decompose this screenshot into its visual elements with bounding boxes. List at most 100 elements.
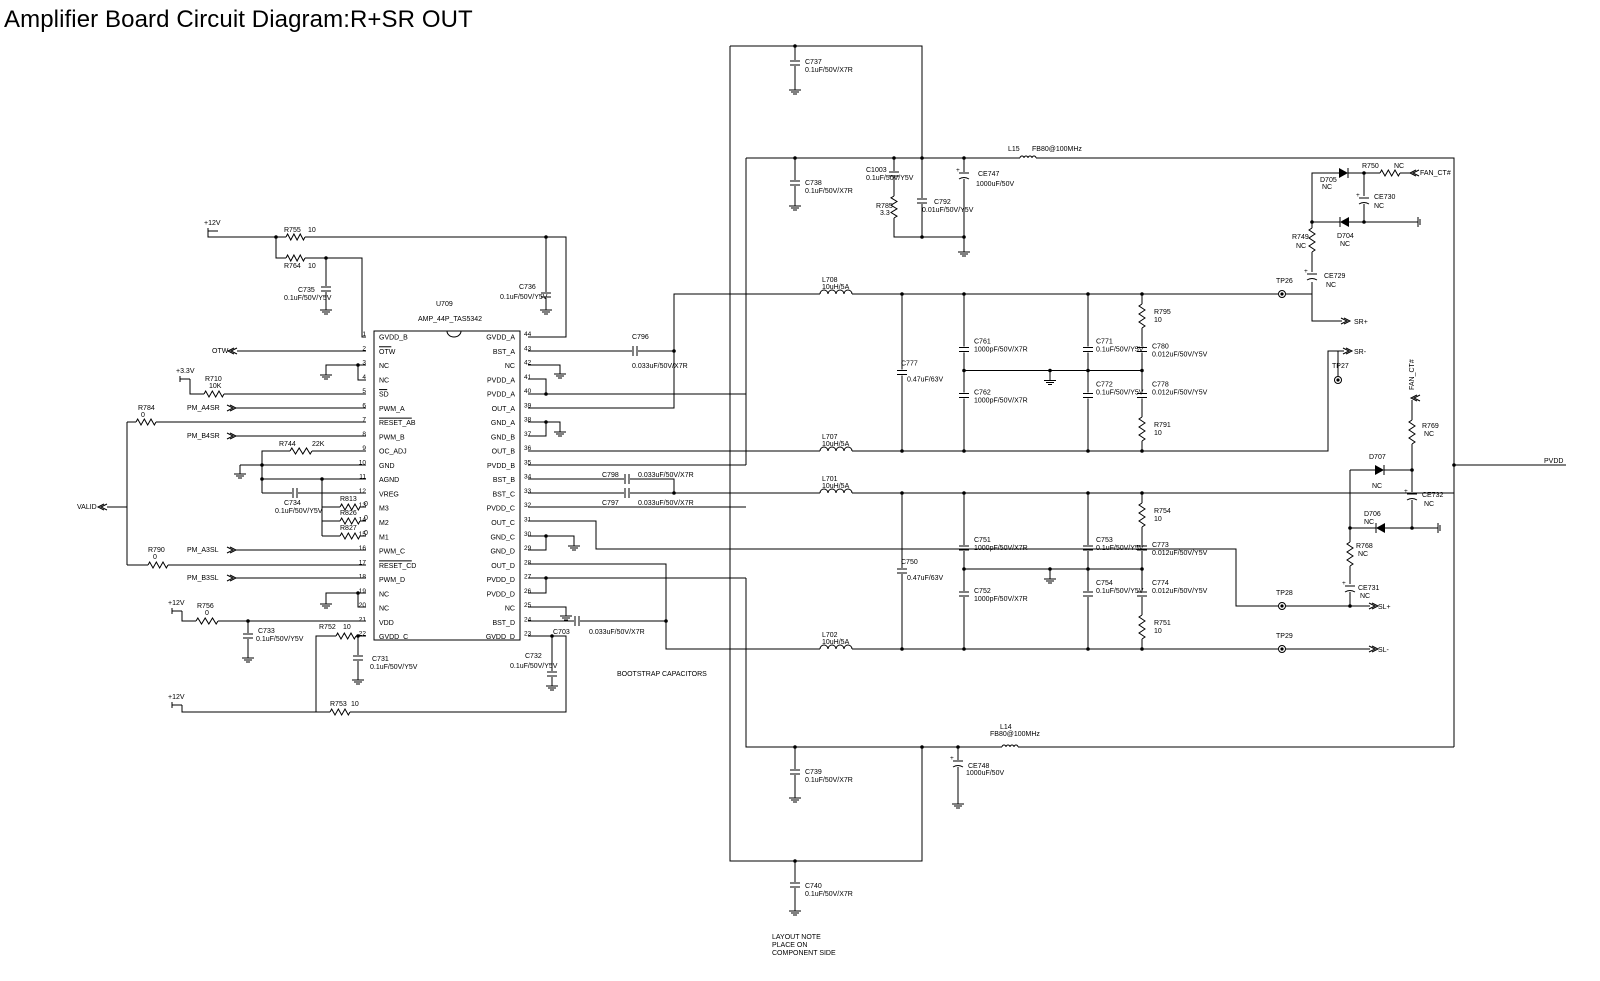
junction-dot <box>1140 368 1144 373</box>
c772-ref: C772 <box>1096 382 1113 389</box>
ic-ref: U709 <box>436 301 453 308</box>
ic-pin-number: 33 <box>524 488 532 495</box>
c762-value: 1000pF/50V/X7R <box>974 398 1028 405</box>
r754-value: 10 <box>1154 516 1162 523</box>
c762-ref: C762 <box>974 390 991 397</box>
r749-value: NC <box>1296 243 1306 250</box>
c774-value: 0.012uF/50V/Y5V <box>1152 588 1208 595</box>
ic-pin-name: BST_C <box>492 491 515 498</box>
d707-ref: D707 <box>1369 454 1386 461</box>
resistor-symbol <box>1138 416 1146 442</box>
wire <box>1311 172 1340 222</box>
junction-dot <box>900 647 904 651</box>
c1003-value: 0.1uF/50V/Y5V <box>866 175 914 182</box>
ic-pin-name: BST_B <box>493 477 516 484</box>
c703-ref: C703 <box>553 629 570 636</box>
c739-ref: C739 <box>805 769 822 776</box>
ic-pin-name: GVDD_C <box>379 634 408 641</box>
ic-pin-name: GND_C <box>490 534 515 541</box>
r755-ref: R755 <box>284 227 301 234</box>
c753-value: 0.1uF/50V/Y5V <box>1096 545 1144 552</box>
l14-ref: L14 <box>1000 724 1012 731</box>
junction-dot <box>956 745 960 749</box>
c798-value: 0.033uF/50V/X7R <box>638 472 694 479</box>
r744-value: 22K <box>312 441 325 448</box>
resistor-symbol <box>339 502 361 512</box>
d706-value: NC <box>1364 519 1374 526</box>
power-label: +12V <box>168 600 185 607</box>
diode-d706 <box>1376 523 1385 533</box>
port-arrow <box>1342 347 1354 355</box>
r754-ref: R754 <box>1154 508 1171 515</box>
r791-ref: R791 <box>1154 422 1171 429</box>
wire <box>528 520 1278 607</box>
power-label: +12V <box>204 220 221 227</box>
r769-ref: R769 <box>1422 423 1439 430</box>
resistor-symbol <box>1308 227 1316 253</box>
wire <box>1311 221 1340 228</box>
ic-pin-number: 30 <box>524 531 532 538</box>
inductor-l707 <box>819 446 853 452</box>
inductor-l14 <box>1001 744 1019 748</box>
resistor-symbol <box>1138 502 1146 528</box>
c774-ref: C774 <box>1152 580 1169 587</box>
ic-pin-number: 7 <box>362 417 366 424</box>
diode-d704 <box>1340 217 1349 227</box>
fan-ct-label-2: FAN_CT# <box>1409 359 1416 390</box>
ic-pin-name: BST_D <box>492 620 515 627</box>
c751-ref: C751 <box>974 537 991 544</box>
r785-value: 3.3 <box>880 210 890 217</box>
ic-pin-number: 38 <box>524 417 532 424</box>
ic-pin-name: PVDD_A <box>487 392 515 399</box>
r784-ref: R784 <box>138 405 155 412</box>
junction-dot <box>920 745 924 749</box>
junction-dot <box>892 156 896 160</box>
junction-dot <box>1140 491 1144 495</box>
ce748-value: 1000uF/50V <box>966 770 1004 777</box>
resistor-symbol <box>195 617 219 625</box>
port-arrow <box>96 503 108 511</box>
c738-value: 0.1uF/50V/X7R <box>805 188 853 195</box>
junction-dot <box>1086 567 1090 571</box>
resistor-symbol <box>147 560 169 570</box>
layout-note-line: PLACE ON <box>772 942 807 949</box>
resistor-symbol <box>285 253 306 263</box>
port-arrow <box>226 546 238 554</box>
l708-value: 10uH/5A <box>822 284 850 291</box>
ic-pin-name: M1 <box>379 534 389 541</box>
c703-value: 0.033uF/50V/X7R <box>589 629 645 636</box>
ic-pin-number: 16 <box>359 545 367 552</box>
c740-ref: C740 <box>805 883 822 890</box>
c796-value: 0.033uF/50V/X7R <box>632 363 688 370</box>
c792-ref: C792 <box>934 199 951 206</box>
r710-value: 10K <box>209 383 222 390</box>
capacitor-curved-plate <box>1306 278 1318 281</box>
c740-value: 0.1uF/50V/X7R <box>805 891 853 898</box>
ic-pin-number: 39 <box>524 402 532 409</box>
r755-value: 10 <box>308 227 316 234</box>
ic-pin-number: 9 <box>362 445 366 452</box>
ic-pin-name: OUT_B <box>492 449 516 456</box>
wire <box>630 478 675 493</box>
resistor-symbol <box>1346 541 1354 567</box>
r764-ref: R764 <box>284 263 301 270</box>
ce748-ref: CE748 <box>968 763 990 770</box>
ic-pin-number: 28 <box>524 559 532 566</box>
polarity-mark: + <box>1356 192 1360 199</box>
ce730-value: NC <box>1374 203 1384 210</box>
junction-dot <box>274 235 278 239</box>
resistor-symbol <box>890 195 898 219</box>
c754-ref: C754 <box>1096 580 1113 587</box>
ic-pin-number: 41 <box>524 374 532 381</box>
wire <box>315 635 336 712</box>
wire <box>1036 157 1455 747</box>
junction-dot <box>962 235 966 239</box>
ce729-value: NC <box>1326 282 1336 289</box>
tp29-label: TP29 <box>1276 633 1293 640</box>
wire <box>546 535 575 542</box>
ic-pin-name: PWM_C <box>379 549 405 556</box>
wire <box>528 378 547 394</box>
r827-value: 0 <box>364 530 368 537</box>
valid-port-label: VALID <box>77 504 97 511</box>
